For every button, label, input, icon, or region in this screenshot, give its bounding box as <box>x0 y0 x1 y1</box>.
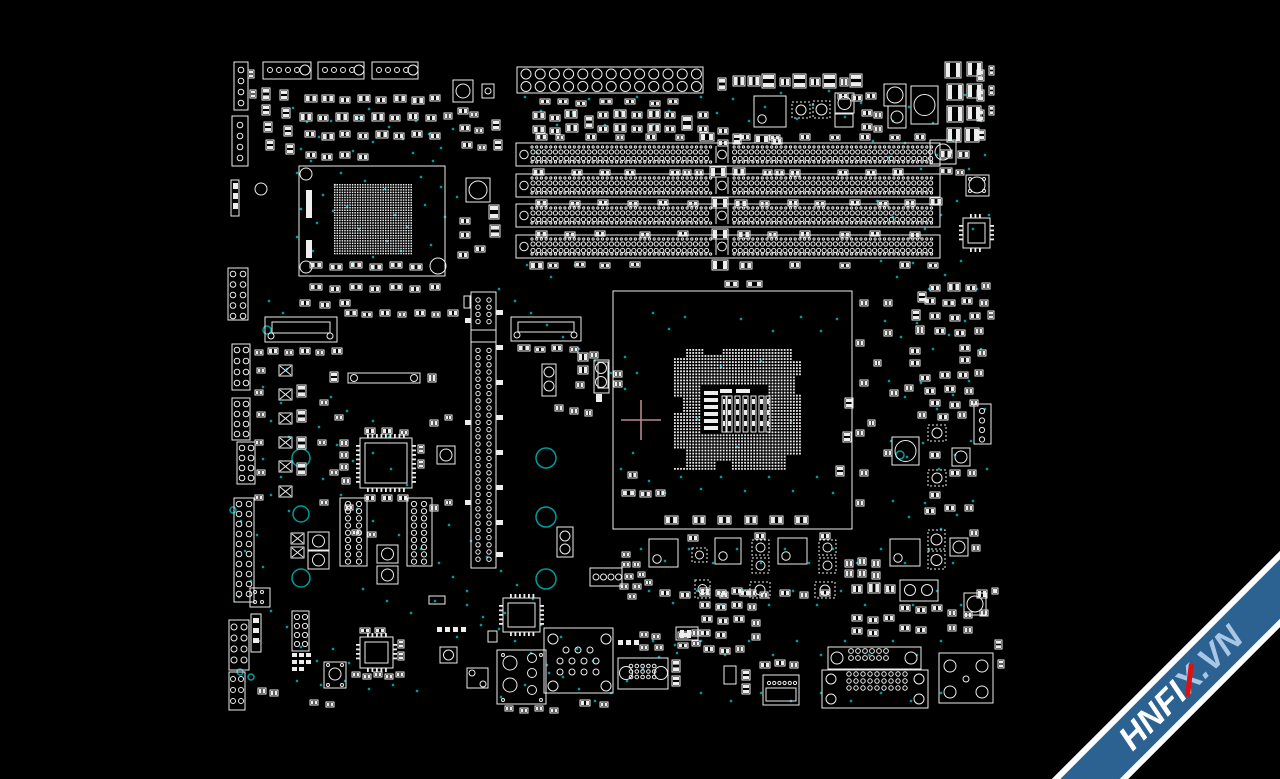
ps2-usb-block[interactable] <box>938 652 994 704</box>
outline-parts[interactable] <box>230 113 854 685</box>
left-header-c[interactable] <box>227 267 249 321</box>
mount-rings <box>254 182 268 196</box>
front-panel-header[interactable] <box>291 610 310 652</box>
mount-hole[interactable] <box>965 174 990 197</box>
left-header-a[interactable] <box>233 61 249 111</box>
smd-two-pad-components[interactable] <box>247 61 1005 714</box>
crystal-1[interactable] <box>466 667 489 689</box>
fan-header-3[interactable] <box>371 61 419 80</box>
fan-header-2[interactable] <box>317 61 365 80</box>
left-header-d[interactable] <box>231 343 251 391</box>
cap-block[interactable] <box>899 579 939 602</box>
left-header-b[interactable] <box>231 115 249 167</box>
left-header-h[interactable] <box>228 619 250 671</box>
crystal-osc[interactable] <box>323 661 347 689</box>
dimm-slot-1[interactable] <box>515 142 941 167</box>
left-header-e[interactable] <box>231 397 251 441</box>
left-header-f[interactable] <box>236 441 256 485</box>
inductors[interactable] <box>691 100 947 599</box>
filled-pads <box>233 183 691 671</box>
dual-cap-2[interactable] <box>541 363 557 397</box>
polarized-caps[interactable] <box>278 364 305 559</box>
mini-slot-1[interactable] <box>264 316 338 343</box>
usb-header-1[interactable] <box>339 497 368 567</box>
fan-header-1[interactable] <box>262 61 312 80</box>
dual-cap-3[interactable] <box>593 359 610 394</box>
dimm-slot-3[interactable] <box>515 203 941 228</box>
audio-jack-block[interactable] <box>543 627 614 694</box>
lan-connector[interactable] <box>762 674 800 706</box>
audio-jack-stack[interactable] <box>496 649 547 705</box>
qfp-chips[interactable] <box>356 214 994 672</box>
usb-header-2[interactable] <box>406 497 433 567</box>
mini-slot-2[interactable] <box>510 316 582 342</box>
left-header-g[interactable] <box>233 497 255 603</box>
dual-cap-1[interactable] <box>556 526 574 558</box>
selection-crosshair <box>621 400 661 440</box>
dvi-top-connector[interactable] <box>827 646 922 670</box>
mount-square[interactable] <box>929 139 957 165</box>
cpu-socket[interactable] <box>612 290 853 530</box>
bga-chip[interactable] <box>298 165 447 277</box>
dimm-slot-4[interactable] <box>515 234 941 259</box>
dvi-main-connector[interactable] <box>821 669 929 709</box>
left-header-i[interactable] <box>228 671 246 711</box>
atx-power-connector[interactable] <box>516 66 704 94</box>
pcie-x16-slot[interactable] <box>465 291 503 569</box>
header-small[interactable] <box>249 587 271 608</box>
electrolytic-caps[interactable] <box>307 79 987 664</box>
via-highlight-dots <box>237 89 991 703</box>
mosfets[interactable] <box>648 95 921 568</box>
header-4pin[interactable] <box>589 567 623 587</box>
dimm-slot-2[interactable] <box>515 173 941 198</box>
right-header[interactable] <box>973 403 992 445</box>
retention-slot[interactable] <box>347 372 421 384</box>
vga-connector[interactable] <box>617 657 669 690</box>
